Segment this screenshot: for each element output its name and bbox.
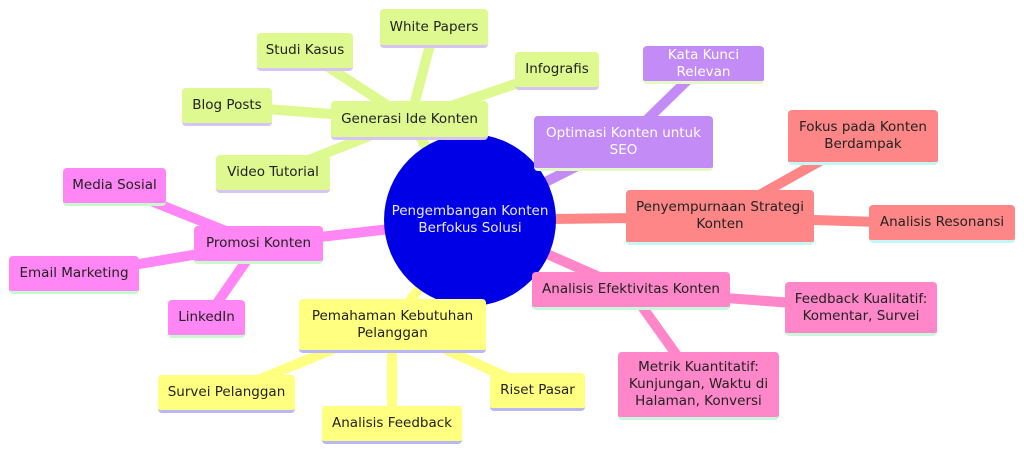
node-analisis-efektivitas[interactable]: Analisis Efektivitas Konten [532,272,730,310]
node-analisis-resonansi[interactable]: Analisis Resonansi [869,205,1015,243]
node-optimasi-konten-seo[interactable]: Optimasi Konten untuk SEO [534,116,713,171]
node-promosi-konten[interactable]: Promosi Konten [194,226,323,264]
node-fokus-konten-berdampak[interactable]: Fokus pada Konten Berdampak [788,110,938,165]
node-media-sosial[interactable]: Media Sosial [63,168,166,206]
node-video-tutorial[interactable]: Video Tutorial [216,155,330,193]
node-riset-pasar[interactable]: Riset Pasar [490,373,585,411]
node-analisis-feedback[interactable]: Analisis Feedback [322,406,462,444]
node-feedback-kualitatif[interactable]: Feedback Kualitatif: Komentar, Survei [785,282,937,336]
root-label: Pengembangan Konten Berfokus Solusi [391,203,549,236]
node-penyempurnaan-strategi[interactable]: Penyempurnaan Strategi Konten [626,190,814,245]
node-kata-kunci-relevan[interactable]: Kata Kunci Relevan [643,46,764,84]
node-email-marketing[interactable]: Email Marketing [9,256,139,294]
node-metrik-kuantitatif[interactable]: Metrik Kuantitatif: Kunjungan, Waktu di … [618,352,779,420]
node-pemahaman-kebutuhan[interactable]: Pemahaman Kebutuhan Pelanggan [299,299,486,353]
node-blog-posts[interactable]: Blog Posts [182,88,272,126]
node-white-papers[interactable]: White Papers [380,9,488,48]
node-infografis[interactable]: Infografis [515,52,599,90]
node-generasi-ide-konten[interactable]: Generasi Ide Konten [331,101,488,140]
node-studi-kasus[interactable]: Studi Kasus [257,33,353,71]
node-survei-pelanggan[interactable]: Survei Pelanggan [158,375,295,413]
root-node[interactable]: Pengembangan Konten Berfokus Solusi [384,134,556,306]
node-linkedin[interactable]: LinkedIn [168,300,245,338]
